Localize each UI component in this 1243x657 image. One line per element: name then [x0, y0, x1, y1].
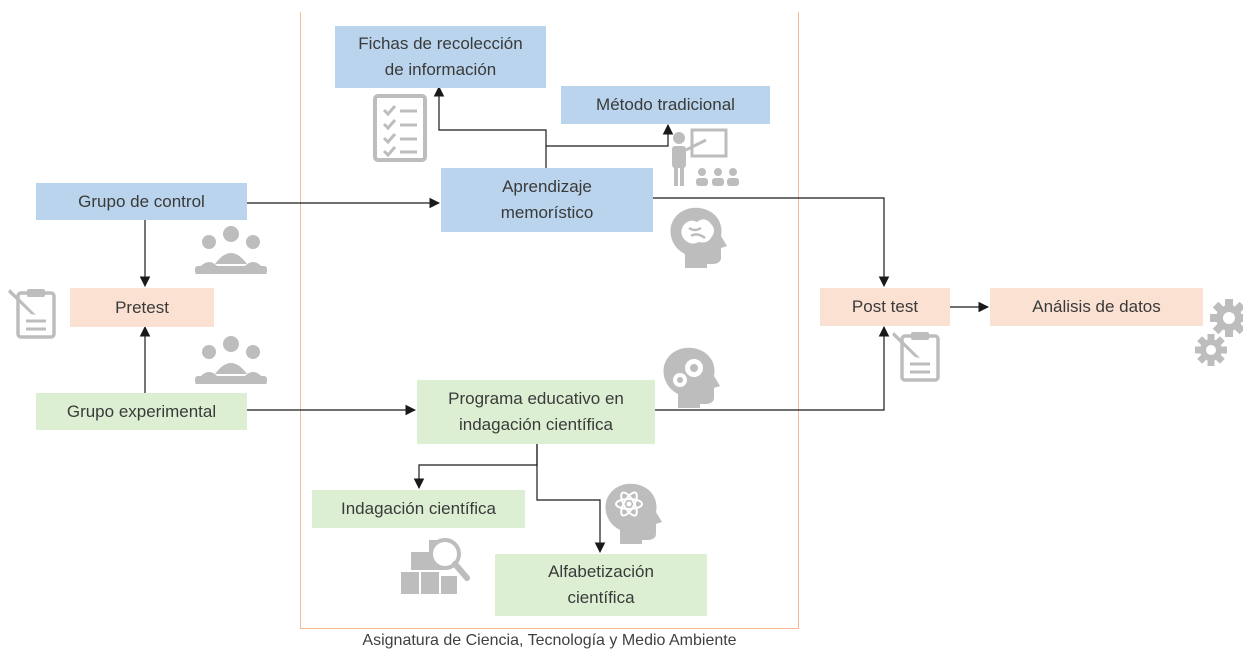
checklist-icon — [373, 94, 427, 162]
grupo-experimental-node: Grupo experimental — [36, 393, 247, 430]
analisis-datos-node: Análisis de datos — [990, 288, 1203, 326]
aprendizaje-node: Aprendizaje memorístico — [441, 168, 653, 232]
programa-educativo-node: Programa educativo en indagación científ… — [417, 380, 655, 444]
arrow-aprendizaje-to-metodo — [546, 123, 674, 147]
group-icon — [195, 226, 267, 274]
arrow-programa-to-posttest — [655, 325, 890, 411]
metodo-tradicional-node: Método tradicional — [561, 86, 770, 124]
search-boxes-icon — [401, 538, 470, 594]
arrow-aprendizaje-to-fichas — [433, 85, 547, 168]
group-icon — [195, 336, 267, 384]
indagacion-cientifica-node: Indagación científica — [312, 490, 525, 528]
alfabetizacion-cientifica-node: Alfabetización científica — [495, 554, 707, 616]
arrow-programa-to-alfabetizacion — [536, 444, 606, 554]
arrow-aprendizaje-to-posttest — [653, 197, 890, 288]
clipboard-pencil-icon — [8, 289, 56, 339]
fichas-node: Fichas de recolección de información — [335, 26, 546, 88]
gear-head-icon — [663, 347, 720, 408]
gears-icon — [1195, 299, 1243, 366]
brain-head-icon — [670, 207, 727, 268]
post-test-node: Post test — [820, 288, 950, 326]
atom-head-icon — [605, 483, 662, 544]
pretest-node: Pretest — [70, 288, 214, 327]
teacher-presentation-icon — [672, 128, 739, 186]
subject-frame — [300, 12, 799, 629]
grupo-control-node: Grupo de control — [36, 183, 247, 220]
subject-caption: Asignatura de Ciencia, Tecnología y Medi… — [362, 632, 737, 649]
clipboard-pencil-icon — [892, 332, 940, 382]
